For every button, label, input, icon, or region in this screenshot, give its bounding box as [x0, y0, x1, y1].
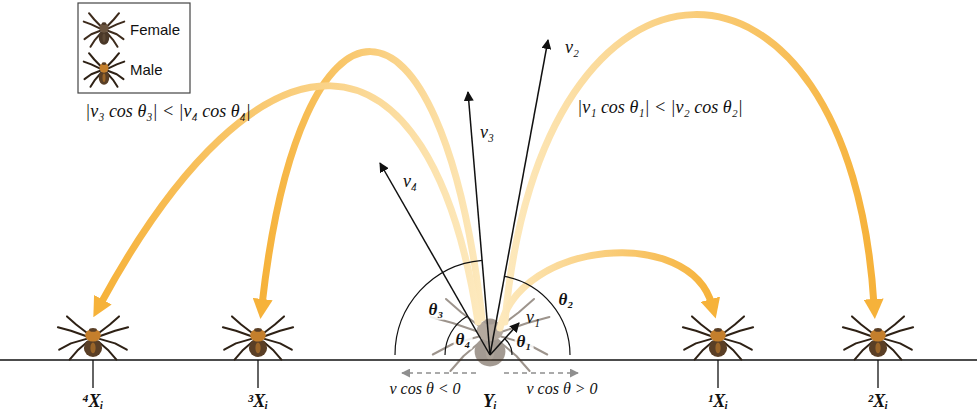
- male-spider: [683, 316, 753, 359]
- angle-arc: [505, 339, 512, 355]
- spider-cephalothorax: [100, 63, 109, 73]
- spider-stripe: [103, 74, 106, 82]
- spider-leg: [844, 339, 871, 350]
- spider-eyes: [102, 62, 107, 65]
- spider-cephalothorax: [710, 329, 726, 342]
- spider-eyes: [714, 328, 722, 332]
- legend-frame: [78, 3, 190, 93]
- spider-stripe: [103, 34, 106, 42]
- position-label: ⁴Xᵢ: [82, 392, 103, 412]
- spider-eyes: [89, 328, 97, 332]
- spider-leg: [684, 339, 711, 350]
- position-tick: [257, 360, 258, 388]
- spider-leg: [885, 327, 914, 336]
- angle-arc: [504, 276, 570, 355]
- spider-leg: [59, 339, 86, 350]
- angle-arc: [395, 260, 482, 355]
- spider-stripe: [90, 343, 95, 354]
- female-layer: [431, 299, 550, 371]
- male-spider: [223, 316, 293, 359]
- vector-label: v₁: [526, 308, 540, 328]
- angle-label: θ₄: [454, 331, 473, 350]
- male-spider: [843, 316, 913, 359]
- legend-text: Male: [130, 62, 163, 79]
- direction-arrow: [504, 372, 578, 374]
- spider-leg: [265, 339, 292, 350]
- spider-cephalothorax: [85, 329, 101, 342]
- spider-leg: [100, 339, 127, 350]
- angle-label: θ₁: [515, 333, 534, 352]
- direction-label: v cos θ > 0: [526, 380, 597, 398]
- spider-abdomen: [869, 339, 887, 357]
- vector-label: v₄: [403, 172, 417, 192]
- velocity-vector: [490, 40, 548, 355]
- spider-leg: [725, 339, 752, 350]
- spider-leg: [725, 327, 754, 336]
- angle-label: θ₃: [427, 301, 446, 320]
- legend-text: Female: [130, 22, 180, 39]
- spider-leg: [843, 327, 872, 336]
- spider-leg: [58, 327, 87, 336]
- spider-leg: [84, 22, 101, 29]
- spider-leg: [223, 327, 252, 336]
- position-tick: [92, 360, 93, 388]
- spider-leg: [108, 62, 125, 69]
- direction-label: v cos θ < 0: [389, 380, 460, 398]
- inequality-note: |v₁ cos θ₁| < |v₂ cos θ₂|: [577, 98, 743, 118]
- spider-abdomen: [709, 339, 727, 357]
- position-label: ²Xᵢ: [868, 392, 888, 412]
- velocity-vector: [380, 163, 490, 355]
- position-label: ¹Xᵢ: [708, 392, 728, 412]
- position-tick: [877, 360, 878, 388]
- position-label: Yᵢ: [483, 392, 497, 412]
- spider-stripe: [255, 343, 260, 354]
- spider-leg: [84, 62, 101, 69]
- spider-eyes: [254, 328, 262, 332]
- spider-leg: [265, 327, 294, 336]
- spider-eyes: [874, 328, 882, 332]
- direction-arrow: [402, 372, 476, 374]
- spider-cephalothorax: [100, 23, 109, 33]
- spider-leg: [108, 22, 125, 29]
- angle-label: θ₂: [557, 291, 576, 310]
- jump-arc: [100, 86, 478, 322]
- spider-leg: [683, 327, 712, 336]
- female-icon: [84, 13, 125, 47]
- spider-leg: [224, 339, 251, 350]
- female-spider: [431, 299, 550, 371]
- position-label: ³Xᵢ: [248, 392, 268, 412]
- spider-cephalothorax: [250, 329, 266, 342]
- spider-eyes: [102, 22, 107, 25]
- spider-stripe: [875, 343, 880, 354]
- position-tick: [717, 360, 718, 388]
- male-icon: [84, 53, 125, 87]
- jump-arc: [500, 253, 712, 328]
- spider-eyes: [483, 319, 496, 325]
- spider-cephalothorax: [870, 329, 886, 342]
- spider-leg: [100, 327, 129, 336]
- male-spider: [58, 316, 128, 359]
- spider-abdomen: [249, 339, 267, 357]
- spider-leg: [885, 339, 912, 350]
- spider-stripe: [715, 343, 720, 354]
- vector-label: v₃: [480, 123, 494, 143]
- vector-label: v₂: [565, 38, 579, 58]
- inequality-note: |v₃ cos θ₃| < |v₄ cos θ₄|: [85, 102, 251, 122]
- spider-abdomen: [84, 339, 102, 357]
- male-layer: [58, 13, 913, 359]
